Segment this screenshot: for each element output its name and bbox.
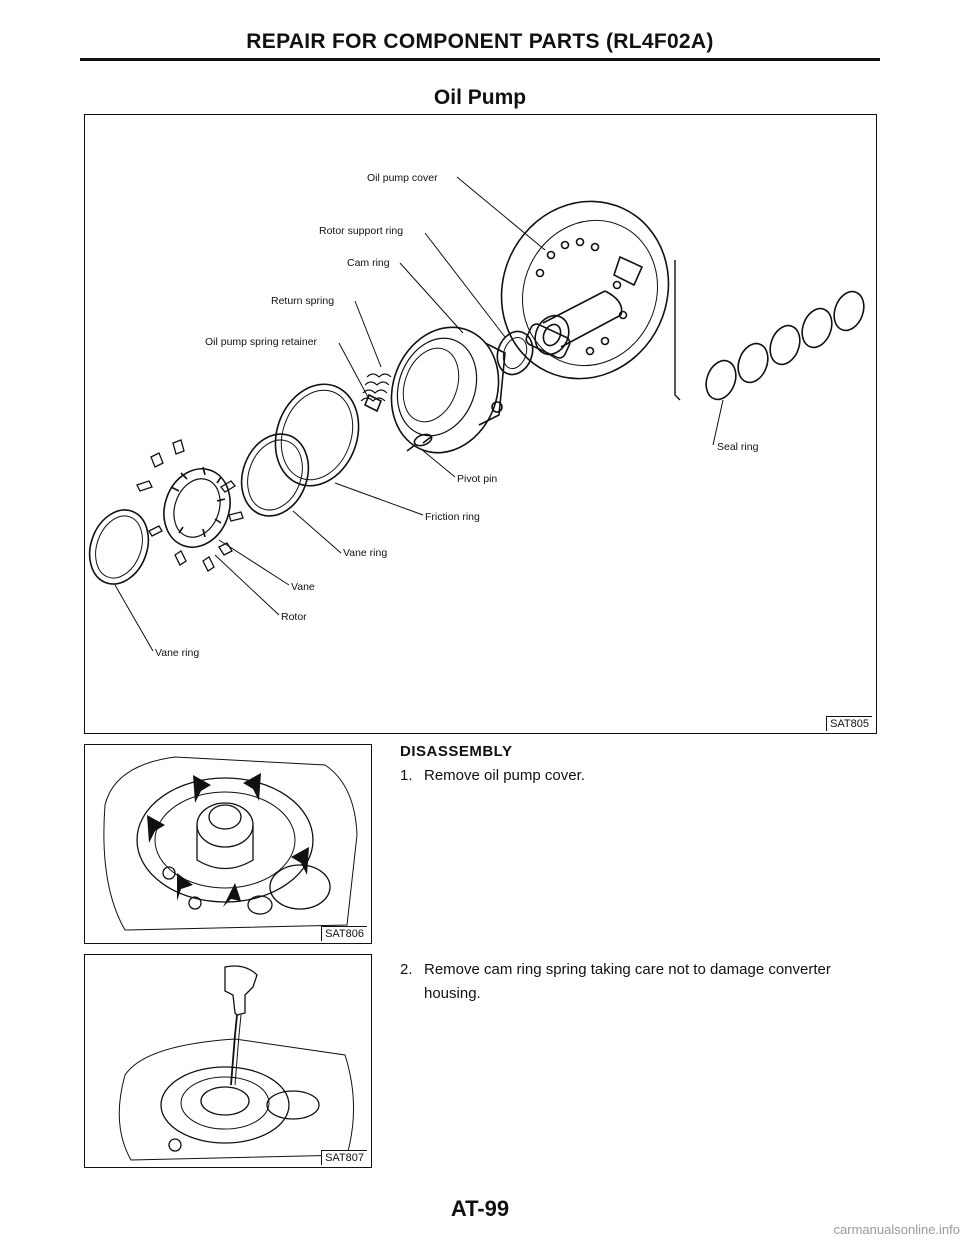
label-vane: Vane [291,581,315,593]
label-pivot-pin: Pivot pin [457,473,498,485]
page-number: AT-99 [450,1196,510,1221]
step-text: Remove cam ring spring taking care not t… [424,961,831,1002]
label-vane-ring-lower: Vane ring [155,647,200,659]
figure-code: SAT806 [321,926,367,941]
step-2: 2. Remove cam ring spring taking care no… [400,958,880,1006]
page-header: REPAIR FOR COMPONENT PARTS (RL4F02A) [246,30,714,53]
disassembly-heading: DISASSEMBLY [400,743,513,760]
label-oil-pump-cover: Oil pump cover [367,172,438,184]
step-text: Remove oil pump cover. [424,767,585,784]
label-oil-pump-spring-retainer: Oil pump spring retainer [205,336,318,348]
oil-pump-drawing [88,176,865,652]
return-spring-part [360,373,392,402]
figure-remove-oil-pump-cover: SAT806 [84,744,372,944]
label-return-spring: Return spring [271,295,335,307]
label-seal-ring: Seal ring [717,441,759,453]
rotor-support-ring-part [496,330,534,376]
vane-parts [136,439,244,572]
vane-ring-lower-part [88,509,150,585]
cam-ring-part [390,326,506,454]
figure-code: SAT807 [321,1150,367,1165]
step-2-section: 2. Remove cam ring spring taking care no… [400,958,880,1006]
step-number: 2. [400,961,413,978]
cam-ring-spring-photo [118,965,355,1161]
pivot-pin-part [406,433,433,452]
oil-pump-cover-part [500,200,681,401]
label-cam-ring: Cam ring [347,257,390,269]
spring-retainer-part [363,393,383,413]
seal-ring-parts [705,290,865,401]
rotor-part [163,466,231,548]
section-title: Oil Pump [433,86,527,109]
label-vane-ring-upper: Vane ring [343,547,388,559]
step-number: 1. [400,767,413,784]
label-friction-ring: Friction ring [425,511,480,523]
header-rule [80,58,880,61]
leader-lines [114,176,724,652]
label-rotor: Rotor [281,611,307,623]
oil-pump-cover-photo [103,756,358,931]
arrow-markers [147,773,309,907]
label-rotor-support-ring: Rotor support ring [319,225,404,237]
disassembly-section: DISASSEMBLY 1. Remove oil pump cover. [400,740,880,788]
vane-ring-upper-part [240,433,310,517]
oil-pump-exploded-diagram: Oil pump cover Rotor support ring Cam ri… [84,114,877,734]
figure-code: SAT805 [826,716,872,731]
figure-remove-cam-ring-spring: SAT807 [84,954,372,1168]
watermark: carmanualsonline.info [833,1222,960,1237]
step-1: 1. Remove oil pump cover. [400,764,880,788]
